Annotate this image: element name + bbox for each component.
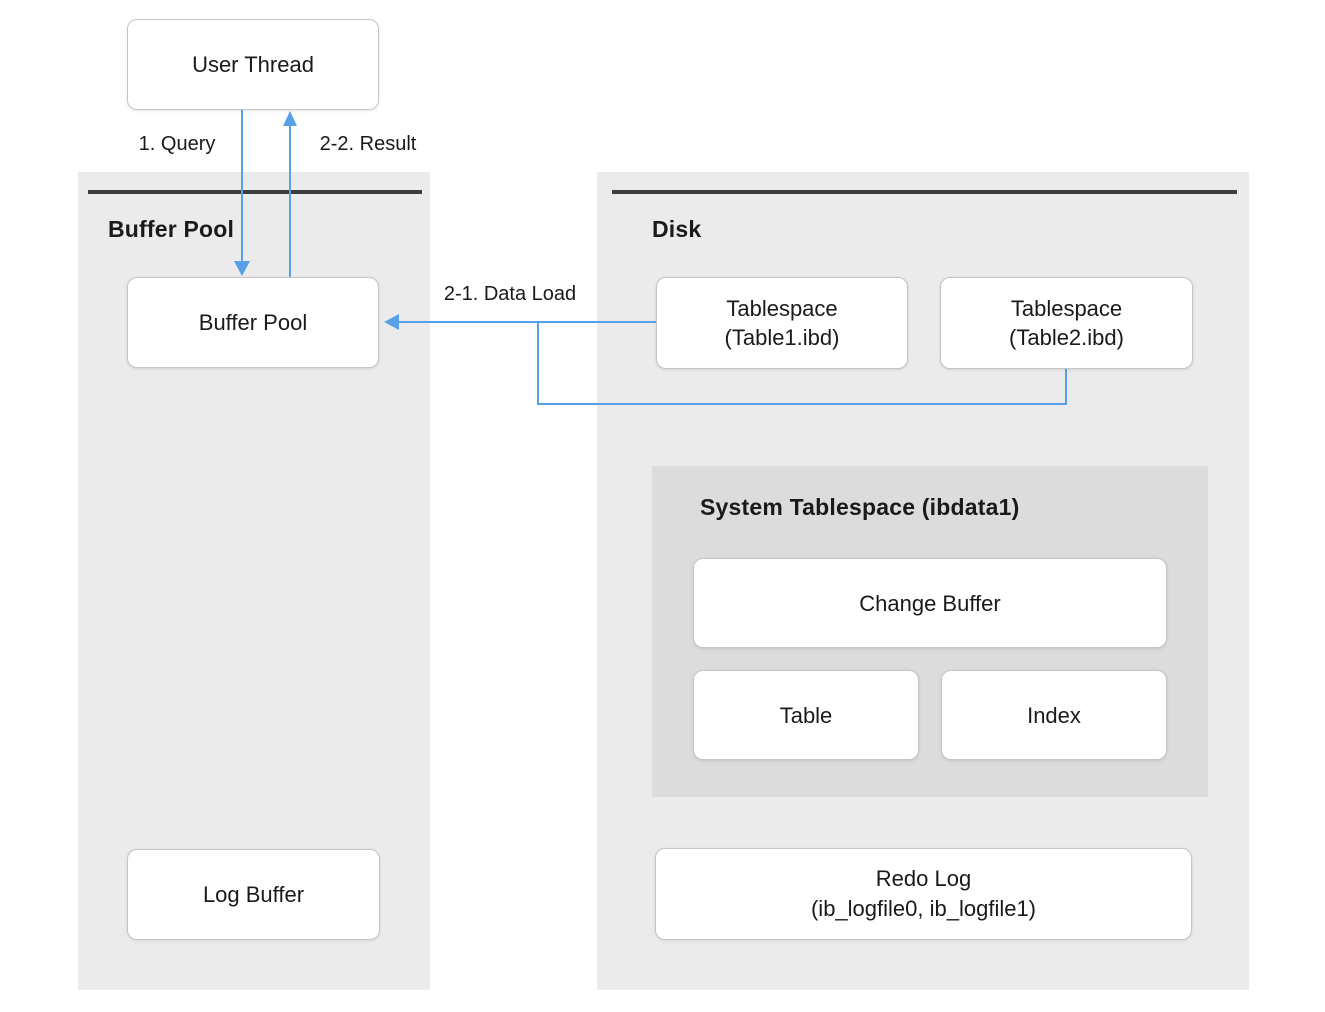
change-buffer-node: Change Buffer (693, 558, 1167, 648)
change-buffer-label: Change Buffer (859, 590, 1001, 616)
buffer-pool-node: Buffer Pool (127, 277, 379, 368)
disk-panel-topbar (612, 190, 1237, 194)
table-node: Table (693, 670, 919, 760)
index-node: Index (941, 670, 1167, 760)
result-arrowhead-up (283, 111, 297, 126)
redo-log-label-line2: (ib_logfile0, ib_logfile1) (810, 896, 1037, 921)
redo-log-node: Redo Log (ib_logfile0, ib_logfile1) (655, 848, 1192, 940)
user-thread-label: User Thread (192, 52, 314, 77)
user-thread-node: User Thread (127, 19, 379, 110)
index-label: Index (1027, 702, 1081, 728)
query-edge-label: 1. Query (138, 133, 216, 155)
tablespace1-node: Tablespace (Table1.ibd) (656, 277, 908, 369)
data-load-edge-label: 2-1. Data Load (443, 283, 577, 305)
log-buffer-label: Log Buffer (202, 882, 305, 907)
buffer-pool-panel-topbar (88, 190, 422, 194)
tablespace1-label-line2: (Table1.ibd) (724, 325, 840, 350)
tablespace1-label-line1: Tablespace (726, 296, 838, 321)
tablespace2-label-line2: (Table2.ibd) (1009, 325, 1124, 350)
buffer-pool-box-label: Buffer Pool (198, 310, 308, 335)
buffer-pool-panel-label: Buffer Pool (108, 216, 235, 242)
redo-log-label-line1: Redo Log (875, 866, 972, 891)
system-tablespace-label: System Tablespace (ibdata1) (700, 494, 1020, 520)
table-label: Table (779, 702, 833, 728)
disk-panel-label: Disk (652, 216, 702, 242)
tablespace2-node: Tablespace (Table2.ibd) (940, 277, 1193, 369)
log-buffer-node: Log Buffer (127, 849, 380, 940)
tablespace2-label-line1: Tablespace (1010, 296, 1123, 321)
result-edge-label: 2-2. Result (319, 133, 417, 155)
